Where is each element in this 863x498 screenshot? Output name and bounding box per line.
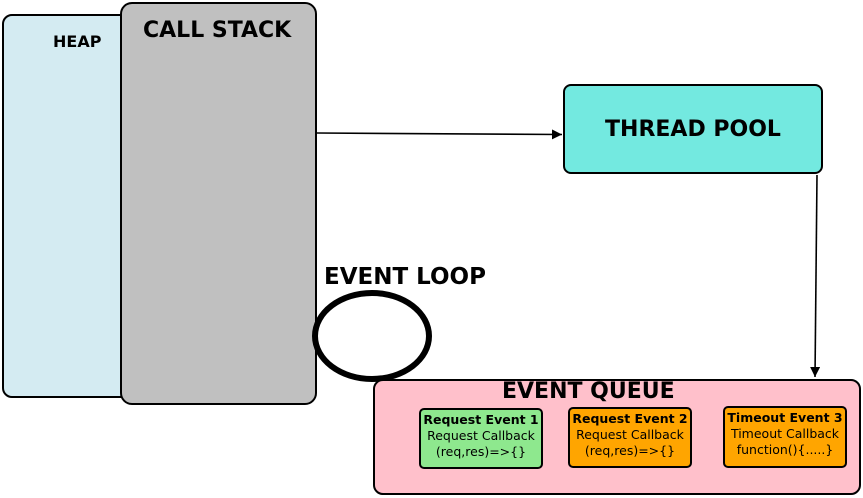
- pool-to-queue-arrow: [810, 174, 821, 378]
- event-callback-code: (req,res)=>{}: [584, 443, 676, 458]
- request-event-1: Request Event 1 Request Callback (req,re…: [419, 408, 543, 469]
- event-callback: Request Callback: [427, 428, 535, 443]
- event-callback: Request Callback: [576, 427, 684, 442]
- heap-label: HEAP: [53, 32, 102, 51]
- heap-box: [2, 14, 132, 398]
- thread-pool-label: THREAD POOL: [605, 116, 781, 142]
- call-stack-box: [120, 2, 317, 405]
- thread-pool-box: THREAD POOL: [563, 84, 823, 174]
- request-event-2: Request Event 2 Request Callback (req,re…: [568, 407, 692, 468]
- event-loop-label: EVENT LOOP: [324, 264, 486, 290]
- event-callback: Timeout Callback: [730, 426, 840, 441]
- call-stack-label: CALL STACK: [143, 18, 292, 43]
- event-callback-code: (req,res)=>{}: [435, 444, 527, 459]
- event-callback-code: function(){.....}: [736, 442, 834, 457]
- stack-to-pool-arrow: [316, 129, 563, 140]
- event-loop-ring: [312, 290, 432, 382]
- timeout-event-3: Timeout Event 3 Timeout Callback functio…: [723, 406, 847, 468]
- event-title: Request Event 1: [423, 412, 539, 427]
- event-title: Request Event 2: [572, 411, 688, 426]
- event-title: Timeout Event 3: [727, 410, 843, 425]
- event-queue-label: EVENT QUEUE: [502, 379, 675, 404]
